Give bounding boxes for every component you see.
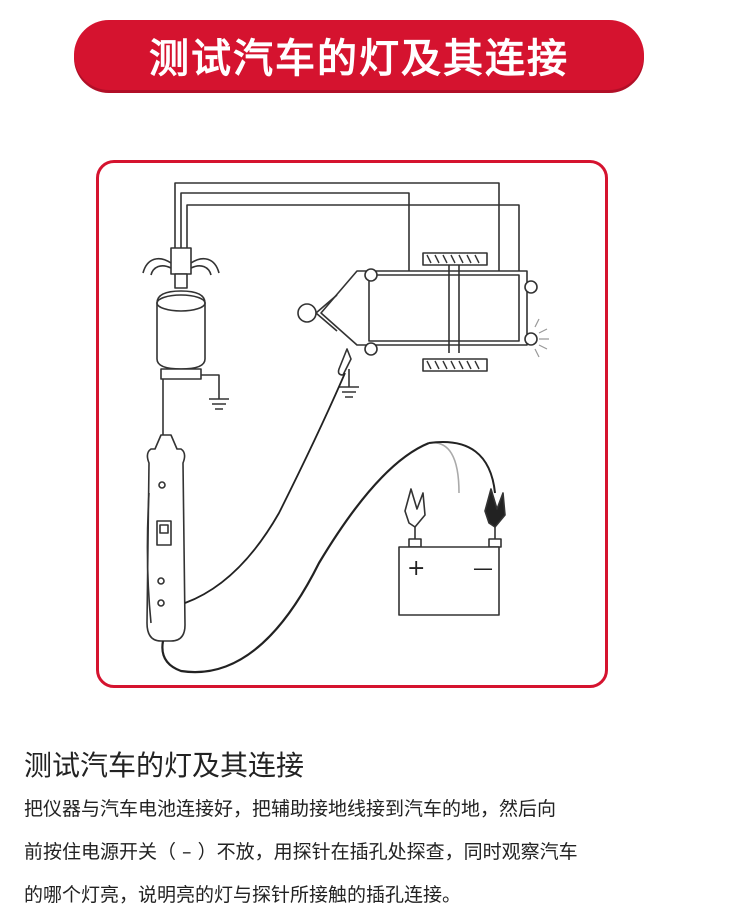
wire-top-3 [186,204,520,333]
tester-ground-wire [201,374,220,399]
wiring-diagram: + — [142,182,549,674]
banner-title: 测试汽车的灯及其连接 [149,36,569,82]
title-banner: 测试汽车的灯及其连接 [74,20,644,90]
socket-frame [368,274,520,342]
probe-cable [161,441,430,674]
battery-body [398,546,500,616]
description-line: 把仪器与汽车电池连接好，把辅助接地线接到汽车的地，然后向 [24,798,557,820]
socket-mount-left [297,303,317,323]
battery-red-lead [428,442,460,494]
aux-ground-cable [184,372,346,604]
battery-minus-sign: — [473,556,493,580]
diagram-frame: + — [96,160,608,688]
wire-top-1 [174,182,500,333]
section-heading: 测试汽车的灯及其连接 [24,749,305,782]
description-line: 前按住电源开关（ – ）不放，用探针在插孔处探查，同时观察汽车 [24,841,578,863]
clip-positive [404,488,426,528]
battery-plus-sign: + [407,556,425,581]
battery-black-lead [428,441,496,494]
socket-body [320,270,528,346]
section-description: 把仪器与汽车电池连接好，把辅助接地线接到汽车的地，然后向 前按住电源开关（ – … [24,788,704,917]
tester-hook-left [142,257,172,276]
tester-hook-right [190,257,220,276]
wire-top-2 [180,192,410,333]
aux-ground-symbol [339,369,359,398]
tester-ground-symbol [209,398,229,410]
clip-negative [484,488,506,528]
tester-top-connector [170,247,192,275]
lamp-glow-icon [534,318,549,358]
aux-ground-clip [337,348,352,376]
description-line: 的哪个灯亮，说明亮的灯与探针所接触的插孔连接。 [24,884,462,906]
